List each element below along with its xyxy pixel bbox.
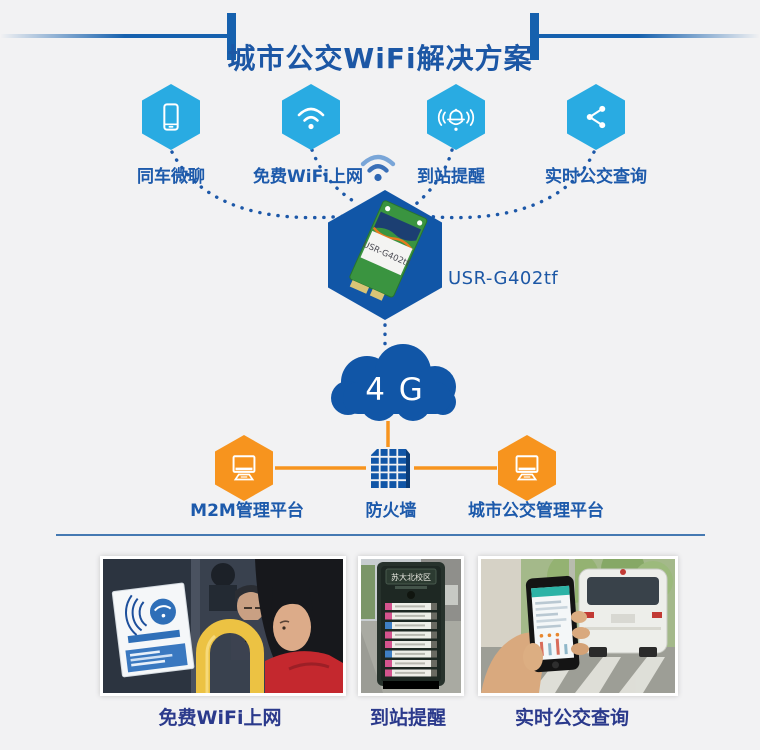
section-divider-line: [56, 534, 705, 536]
photo-free-wifi: [100, 556, 346, 696]
desktop-icon: [515, 455, 539, 481]
device-model-label: USR-G402tf: [448, 268, 559, 289]
cloud-4g: 4 G: [315, 340, 475, 434]
bus-wifi-signal-icon: [360, 154, 396, 182]
smartphone-icon: [163, 103, 179, 131]
cloud-label: 4 G: [365, 372, 425, 408]
service-hexagon-wifi: [282, 84, 340, 150]
service-label-alert: 到站提醒: [417, 167, 485, 187]
service-hexagon-alert: [427, 84, 485, 150]
share-nodes-icon: [586, 105, 606, 129]
phone-and-bus-illustration: [481, 559, 675, 693]
service-hexagon-chat: [142, 84, 200, 150]
alarm-bell-icon: [437, 108, 475, 131]
caption-free-wifi: 免费WiFi上网: [158, 707, 282, 729]
header-bar-left: [227, 13, 236, 60]
bus-interior-illustration: [103, 559, 343, 693]
wifi-sign-illustration: [111, 582, 195, 678]
page-title: 城市公交WiFi解决方案: [227, 41, 533, 75]
bus-illustration: [578, 568, 668, 657]
desktop-icon: [232, 455, 256, 481]
photo-realtime-query: [478, 556, 678, 696]
platform-hexagon-m2m: [215, 435, 273, 501]
platform-label-firewall: 防火墙: [365, 501, 417, 521]
device-hexagon: USR-G402tf: [328, 190, 442, 320]
platform-label-m2m: M2M管理平台: [190, 501, 304, 521]
caption-realtime-query: 实时公交查询: [514, 707, 630, 729]
service-hexagon-query: [567, 84, 625, 150]
header-rule-left: [0, 34, 227, 38]
wifi-icon: [297, 107, 325, 130]
kiosk-sign-text: 苏大北校区: [391, 572, 431, 582]
caption-arrival-alert: 到站提醒: [369, 707, 447, 729]
bus-stop-kiosk-illustration: 苏大北校区: [361, 559, 461, 693]
device-module-illustration: USR-G402tf: [349, 200, 428, 301]
service-label-wifi: 免费WiFi上网: [252, 167, 364, 187]
header-rule-right: [539, 34, 760, 38]
platform-label-city: 城市公交管理平台: [468, 501, 604, 521]
route-strips: [385, 603, 437, 677]
header-bar-right: [530, 13, 539, 60]
firewall-icon: [371, 449, 410, 488]
cloud-icon: 4 G: [331, 344, 456, 421]
photo-arrival-alert: 苏大北校区: [358, 556, 464, 696]
platform-hexagon-city: [498, 435, 556, 501]
service-label-chat: 同车微聊: [137, 167, 205, 187]
phone-illustration: [525, 575, 580, 673]
service-label-query: 实时公交查询: [545, 167, 647, 187]
